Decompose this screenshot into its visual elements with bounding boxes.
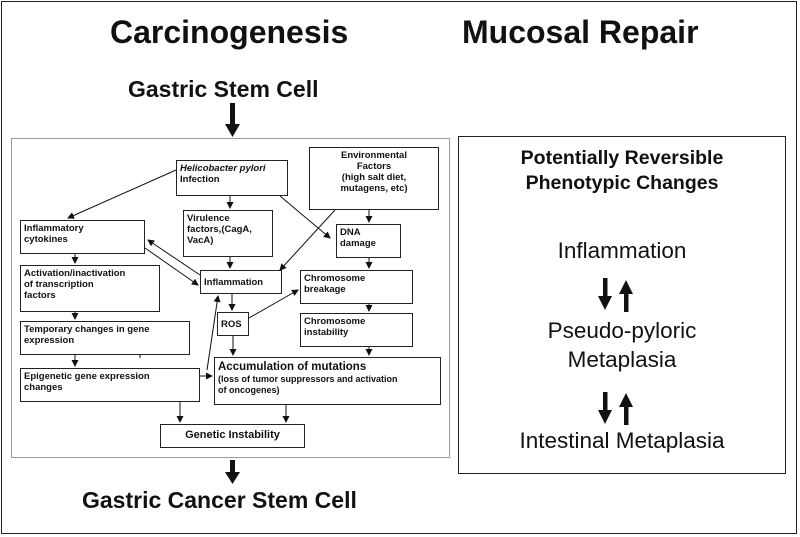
carcinogenesis-heading: Carcinogenesis (110, 14, 349, 50)
chromosome-instability-box: Chromosome instability (300, 313, 413, 347)
environmental-line-1: Environmental (341, 150, 407, 161)
activation-line-2: of transcription (24, 279, 94, 290)
inflammation-stage: Inflammation (557, 238, 687, 263)
ros-box: ROS (217, 312, 249, 336)
environmental-line-4: mutagens, etc) (340, 183, 408, 194)
chromosome-breakage-box: Chromosome breakage (300, 270, 413, 304)
virulence-line-2: factors,(CagA, (187, 224, 252, 235)
reversible-changes-panel: Potentially Reversible Phenotypic Change… (458, 136, 786, 474)
epigenetic-line-2: changes (24, 382, 63, 393)
inflammatory-cytokines-box: Inflammatory cytokines (20, 220, 145, 254)
temporary-line-1: Temporary changes in gene (24, 324, 150, 335)
accumulation-line-3: of oncogenes) (218, 385, 280, 395)
pseudo-pyloric-stage: Pseudo-pyloric (547, 318, 697, 343)
dna-damage-line-2: damage (340, 238, 376, 249)
temporary-changes-box: Temporary changes in gene expression (20, 321, 190, 355)
inflammation-box: Inflammation (200, 270, 282, 294)
breakage-line-2: breakage (304, 284, 346, 295)
breakage-line-1: Chromosome (304, 273, 366, 284)
accumulation-line-2: (loss of tumor suppressors and activatio… (218, 374, 398, 384)
accumulation-line-1: Accumulation of mutations (218, 361, 367, 373)
gastric-cancer-stem-cell-heading: Gastric Cancer Stem Cell (82, 487, 357, 513)
temporary-line-2: expression (24, 335, 75, 346)
epigenetic-changes-box: Epigenetic gene expression changes (20, 368, 200, 402)
dna-damage-line-1: DNA (340, 227, 361, 238)
dna-damage-box: DNA damage (336, 224, 401, 258)
carcinogenesis-panel (11, 138, 450, 458)
h-pylori-infection-label: Infection (180, 174, 220, 185)
metaplasia-stage: Metaplasia (567, 347, 677, 372)
instability-line-1: Chromosome (304, 316, 366, 327)
instability-line-2: instability (304, 327, 349, 338)
h-pylori-box: Helicobacter pylori Infection (176, 160, 288, 196)
h-pylori-label: Helicobacter pylori (180, 163, 266, 174)
virulence-factors-box: Virulence factors,(CagA, VacA) (183, 210, 273, 257)
inflammation-label: Inflammation (204, 277, 264, 288)
cytokines-line-2: cytokines (24, 234, 68, 245)
gastric-stem-cell-heading: Gastric Stem Cell (128, 76, 319, 102)
epigenetic-line-1: Epigenetic gene expression (24, 371, 150, 382)
environmental-line-2: Factors (356, 161, 392, 172)
environmental-factors-box: Environmental Factors (high salt diet, m… (309, 147, 439, 210)
activation-line-1: Activation/inactivation (24, 268, 126, 279)
intestinal-metaplasia-stage: Intestinal Metaplasia (519, 428, 725, 453)
accumulation-of-mutations-box: Accumulation of mutations (loss of tumor… (214, 357, 441, 405)
genetic-instability-label: Genetic Instability (185, 429, 280, 441)
mucosal-repair-heading: Mucosal Repair (462, 14, 699, 50)
virulence-line-3: VacA) (187, 235, 214, 246)
panel-title-line-2: Phenotypic Changes (525, 172, 719, 194)
activation-inactivation-box: Activation/inactivation of transcription… (20, 265, 160, 312)
environmental-line-3: (high salt diet, (341, 172, 407, 183)
activation-line-3: factors (24, 290, 56, 301)
panel-title-line-1: Potentially Reversible (520, 147, 724, 169)
ros-label: ROS (221, 319, 242, 330)
virulence-line-1: Virulence (187, 213, 230, 224)
cytokines-line-1: Inflammatory (24, 223, 84, 234)
genetic-instability-box: Genetic Instability (160, 424, 305, 448)
